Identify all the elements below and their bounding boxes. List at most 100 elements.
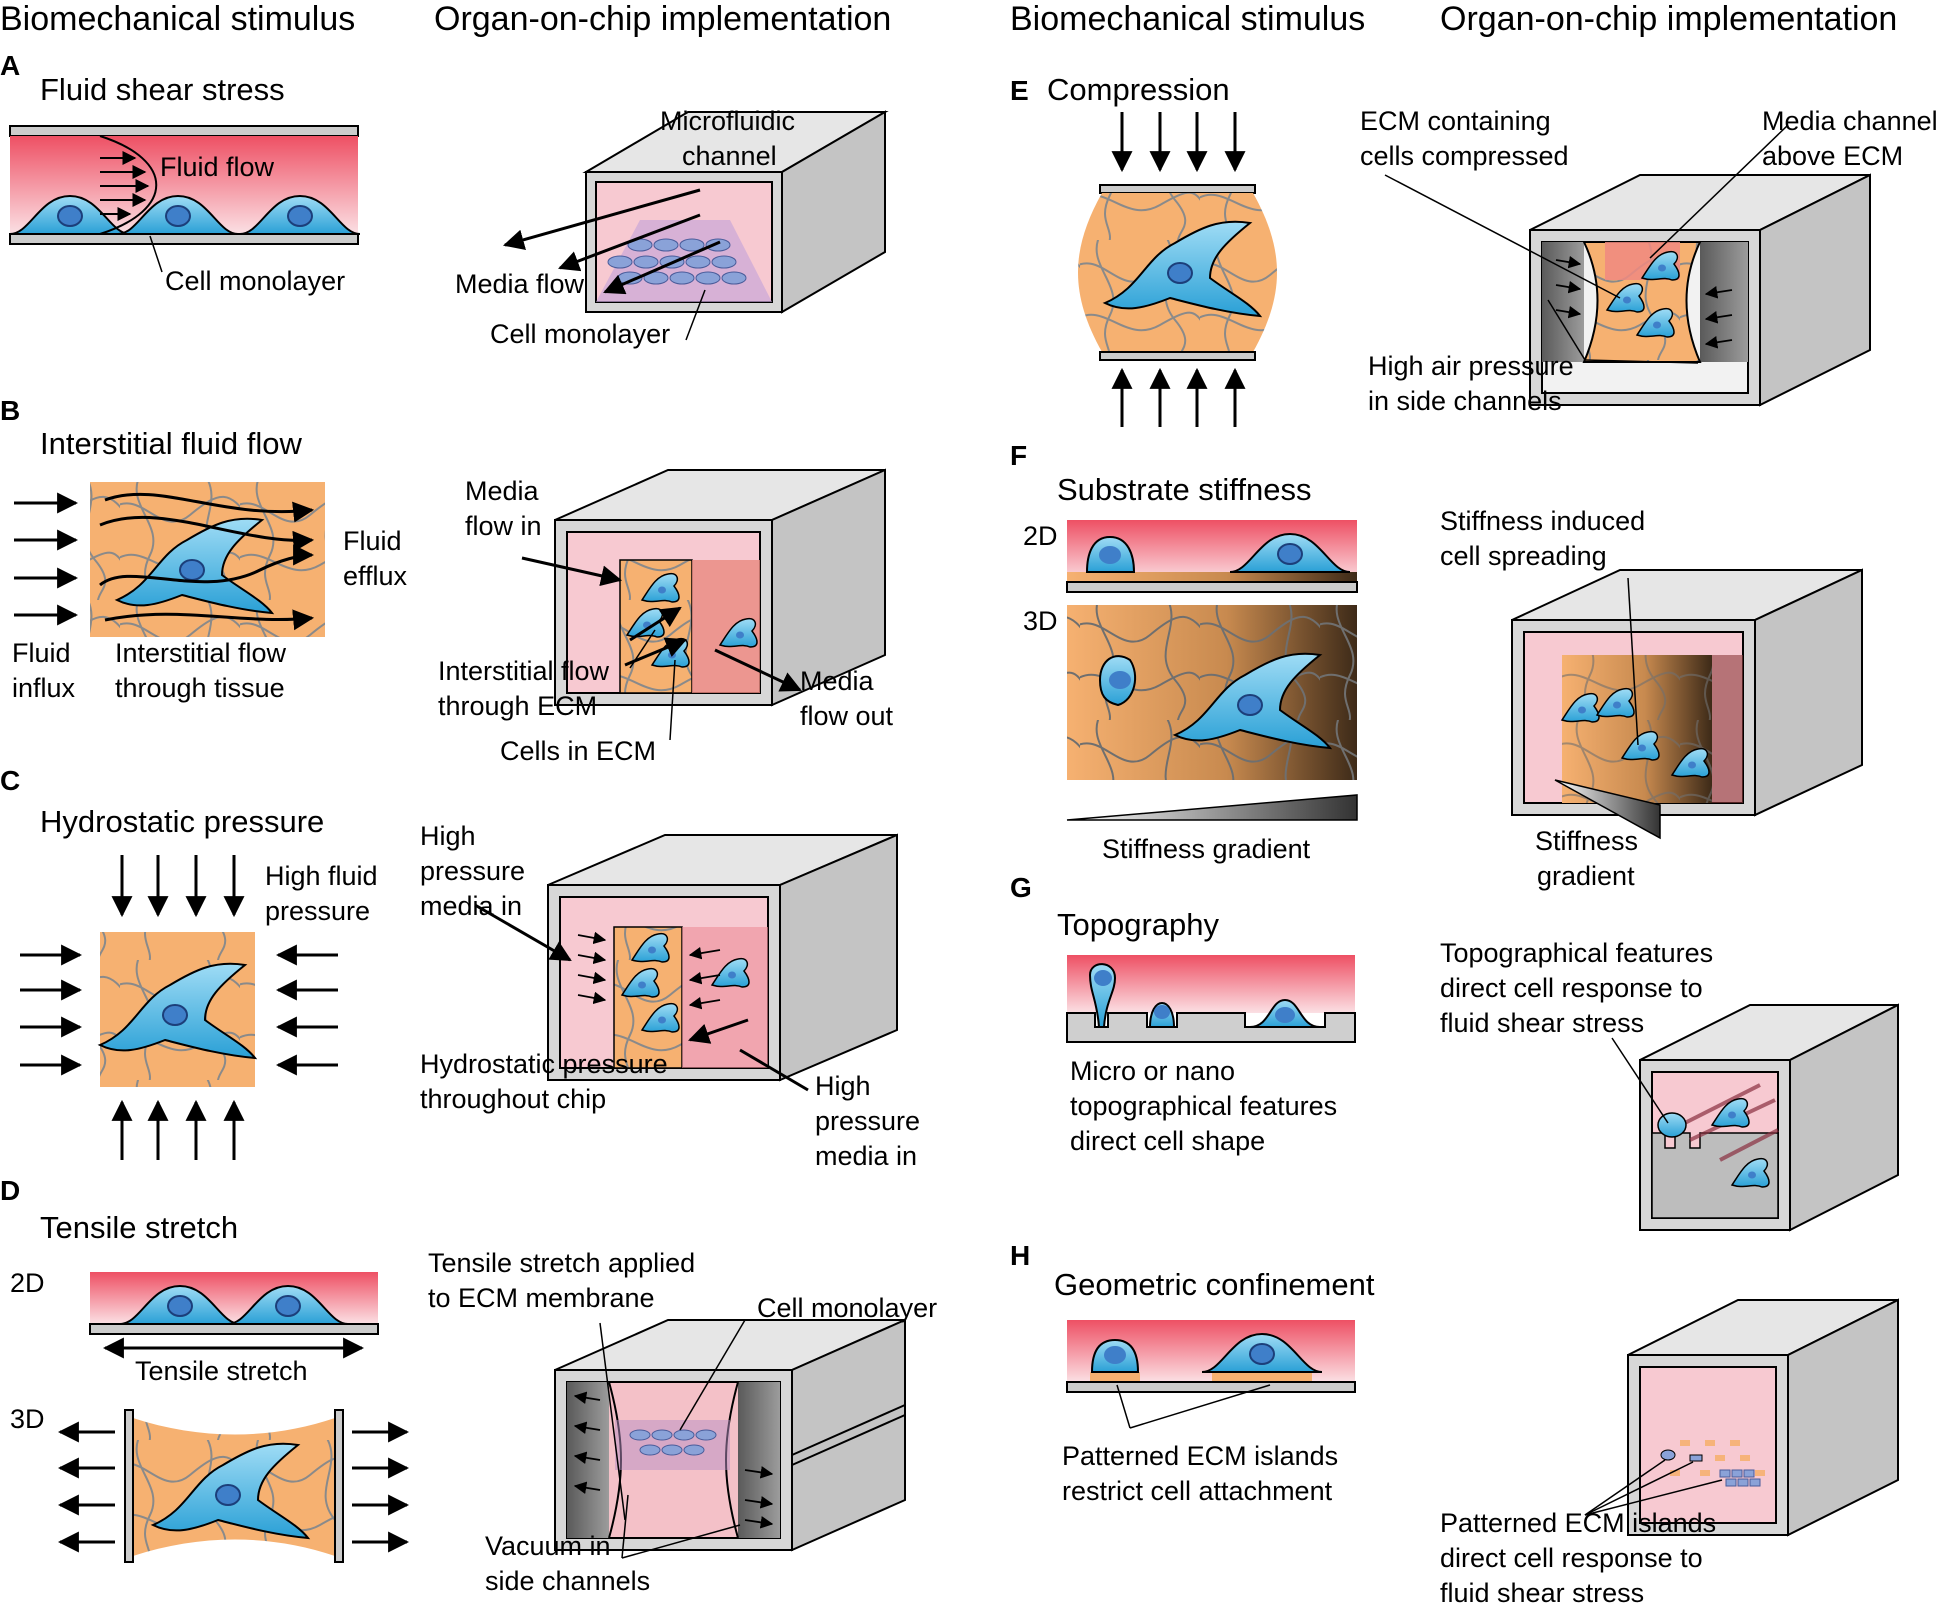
label-high: High: [420, 821, 476, 851]
label-to-ecm-membrane: to ECM membrane: [428, 1283, 655, 1313]
label-stiffness-induced: Stiffness induced: [1440, 506, 1645, 536]
chip-h: Patterned ECM islands direct cell respon…: [1440, 1298, 1899, 1608]
label-stiffness: Stiffness: [1535, 826, 1638, 856]
label-pressure: pressure: [420, 856, 525, 886]
label-patterned-ecm-islands: Patterned ECM islands: [1440, 1508, 1716, 1538]
chip-b: Media flow in Interstitial flow through …: [438, 468, 894, 766]
header-left-implementation: Organ-on-chip implementation: [434, 0, 891, 38]
panel-title: Compression: [1047, 72, 1230, 107]
label-channel: channel: [682, 141, 777, 171]
header-right-implementation: Organ-on-chip implementation: [1440, 0, 1897, 38]
bottom-plate: [9, 233, 359, 245]
label-high: High: [815, 1071, 871, 1101]
label-high-fluid: High fluid: [265, 861, 378, 891]
label-3d: 3D: [1023, 606, 1058, 636]
label-efflux: efflux: [343, 561, 408, 591]
label-tensile-stretch-applied: Tensile stretch applied: [428, 1248, 695, 1278]
panel-d: D Tensile stretch 2D Tensile stretch 3D: [0, 1175, 937, 1596]
label-flow-out: flow out: [800, 701, 894, 731]
label-direct-cell-response: direct cell response to: [1440, 973, 1703, 1003]
label-in-side-channels: in side channels: [1368, 386, 1562, 416]
label-hydrostatic-pressure: Hydrostatic pressure: [420, 1049, 668, 1079]
label-interstitial-flow: Interstitial flow: [438, 656, 610, 686]
label-tensile-stretch: Tensile stretch: [135, 1356, 308, 1386]
flow-profile: [99, 135, 157, 235]
label-restrict-cell-attachment: restrict cell attachment: [1062, 1476, 1333, 1506]
label-patterned-ecm-islands: Patterned ECM islands: [1062, 1441, 1338, 1471]
label-fluid: Fluid: [12, 638, 71, 668]
chip-f: Stiffness induced cell spreading Stiffne…: [1440, 506, 1863, 891]
panel-letter: G: [1010, 872, 1032, 903]
label-ecm-containing: ECM containing: [1360, 106, 1551, 136]
label-micro-or-nano: Micro or nano: [1070, 1056, 1235, 1086]
panel-title: Topography: [1057, 907, 1220, 942]
label-pressure: pressure: [265, 896, 370, 926]
label-fluid-flow: Fluid flow: [160, 152, 275, 182]
label-media-channel: Media channel: [1762, 106, 1938, 136]
panel-title: Substrate stiffness: [1057, 472, 1311, 507]
label-fluid-shear-stress: fluid shear stress: [1440, 1008, 1644, 1038]
label-through-ecm: through ECM: [438, 691, 597, 721]
label-side-channels: side channels: [485, 1566, 650, 1596]
label-direct-cell-shape: direct cell shape: [1070, 1126, 1265, 1156]
label-pressure: pressure: [815, 1106, 920, 1136]
panel-title: Interstitial fluid flow: [40, 426, 302, 461]
panel-b: B Interstitial fluid flow Fluid efflux F…: [0, 395, 894, 766]
label-cells-compressed: cells compressed: [1360, 141, 1569, 171]
chip-g: Topographical features direct cell respo…: [1440, 938, 1899, 1232]
panel-letter: A: [0, 50, 20, 81]
label-3d: 3D: [10, 1404, 45, 1434]
label-fluid: Fluid: [343, 526, 402, 556]
label-vacuum-in: Vacuum in: [485, 1531, 611, 1561]
label-media-in: media in: [815, 1141, 917, 1171]
chip-c: High pressure media in Hydrostatic press…: [420, 821, 920, 1171]
header-left-stimulus: Biomechanical stimulus: [0, 0, 355, 38]
label-above-ecm: above ECM: [1762, 141, 1903, 171]
label-stiffness-gradient: Stiffness gradient: [1102, 834, 1311, 864]
label-flow-in: flow in: [465, 511, 542, 541]
panel-letter: H: [1010, 1240, 1030, 1271]
label-cells-in-ecm: Cells in ECM: [500, 736, 656, 766]
panel-title: Tensile stretch: [40, 1210, 238, 1245]
panel-f: F Substrate stiffness 2D 3D Stiffness gr…: [1010, 440, 1863, 891]
label-cell-monolayer-chip: Cell monolayer: [490, 319, 670, 349]
panel-title: Geometric confinement: [1054, 1267, 1375, 1302]
chip-d: Tensile stretch applied to ECM membrane …: [428, 1248, 937, 1596]
label-topographical-features: topographical features: [1070, 1091, 1337, 1121]
label-influx: influx: [12, 673, 76, 703]
label-through-tissue: through tissue: [115, 673, 285, 703]
label-microfluidic: Microfluidic: [660, 106, 795, 136]
panel-letter: C: [0, 765, 20, 796]
label-media: Media: [800, 666, 875, 696]
panel-e: E Compression: [1010, 72, 1938, 427]
label-2d: 2D: [1023, 521, 1058, 551]
chip-a: Microfluidic channel Media flow Cell mon…: [455, 106, 889, 349]
top-plate: [9, 125, 359, 137]
label-direct-cell-response: direct cell response to: [1440, 1543, 1703, 1573]
panel-title: Fluid shear stress: [40, 72, 285, 107]
panel-letter: E: [1010, 75, 1029, 106]
label-topographical-features: Topographical features: [1440, 938, 1713, 968]
header-right-stimulus: Biomechanical stimulus: [1010, 0, 1365, 38]
media-layer: [90, 1272, 378, 1324]
label-high-air-pressure: High air pressure: [1368, 351, 1574, 381]
label-throughout-chip: throughout chip: [420, 1084, 606, 1114]
panel-letter: B: [0, 395, 20, 426]
panel-title: Hydrostatic pressure: [40, 804, 324, 839]
membrane: [89, 1323, 379, 1335]
panel-letter: F: [1010, 440, 1027, 471]
label-media-in: media in: [420, 891, 522, 921]
chip-e: ECM containing cells compressed Media ch…: [1360, 106, 1938, 416]
panel-a: A Fluid shear stress Fluid flow Cell mon…: [0, 50, 889, 349]
label-interstitial-flow: Interstitial flow: [115, 638, 287, 668]
label-cell-monolayer: Cell monolayer: [165, 266, 345, 296]
panel-c: C Hydrostatic pressure High fluid pressu…: [0, 765, 920, 1171]
panel-h: H Geometric confinement Patterned ECM is…: [1010, 1240, 1899, 1608]
panel-letter: D: [0, 1175, 20, 1206]
label-gradient: gradient: [1537, 861, 1635, 891]
label-media-flow: Media flow: [455, 269, 585, 299]
label-fluid-shear-stress: fluid shear stress: [1440, 1578, 1644, 1608]
label-cell-spreading: cell spreading: [1440, 541, 1607, 571]
